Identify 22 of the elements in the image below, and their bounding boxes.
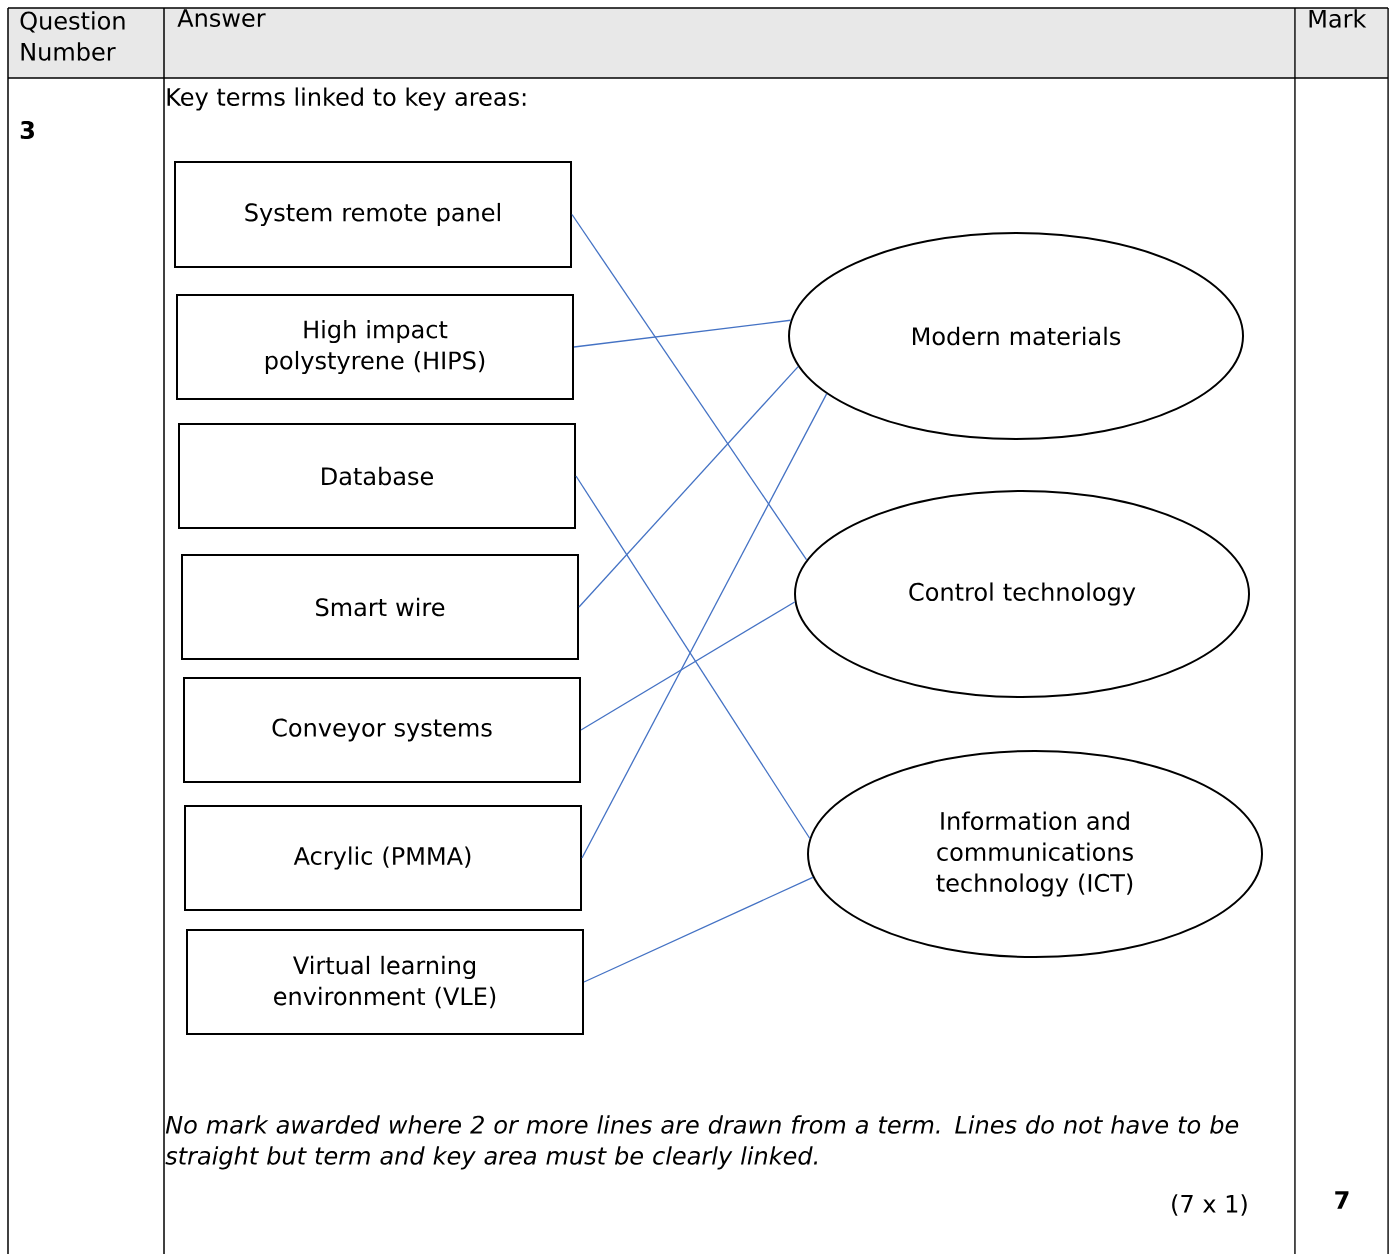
connector-line — [573, 319, 792, 348]
connector-line — [575, 475, 811, 839]
term-box: High impact polystyrene (HIPS) — [176, 294, 574, 400]
mark-allocation: (7 x 1) — [1172, 1194, 1247, 1216]
term-box: Virtual learning environment (VLE) — [186, 929, 584, 1035]
total-mark: 7 — [1335, 1191, 1349, 1209]
instruction-text: Key terms linked to key areas: — [167, 87, 526, 111]
term-box: Conveyor systems — [183, 677, 581, 783]
connector-line — [571, 213, 808, 561]
term-box: System remote panel — [174, 161, 572, 268]
connector-line — [581, 393, 828, 859]
connector-line — [583, 876, 814, 983]
connector-line — [580, 601, 796, 731]
term-box: Smart wire — [181, 554, 579, 660]
connector-line — [578, 366, 799, 608]
table-header: Mark — [1309, 9, 1367, 28]
table-header: Question Number — [20, 11, 125, 61]
note-text: No mark awarded where 2 or more lines are drawn from a term. Lines do not have to be straight but term and key area must be clearly linked. — [165, 1115, 1239, 1170]
question-number: 3 — [20, 120, 34, 140]
term-box: Acrylic (PMMA) — [184, 805, 582, 911]
term-box: Database — [178, 423, 576, 529]
table-header: Answer — [177, 9, 266, 28]
